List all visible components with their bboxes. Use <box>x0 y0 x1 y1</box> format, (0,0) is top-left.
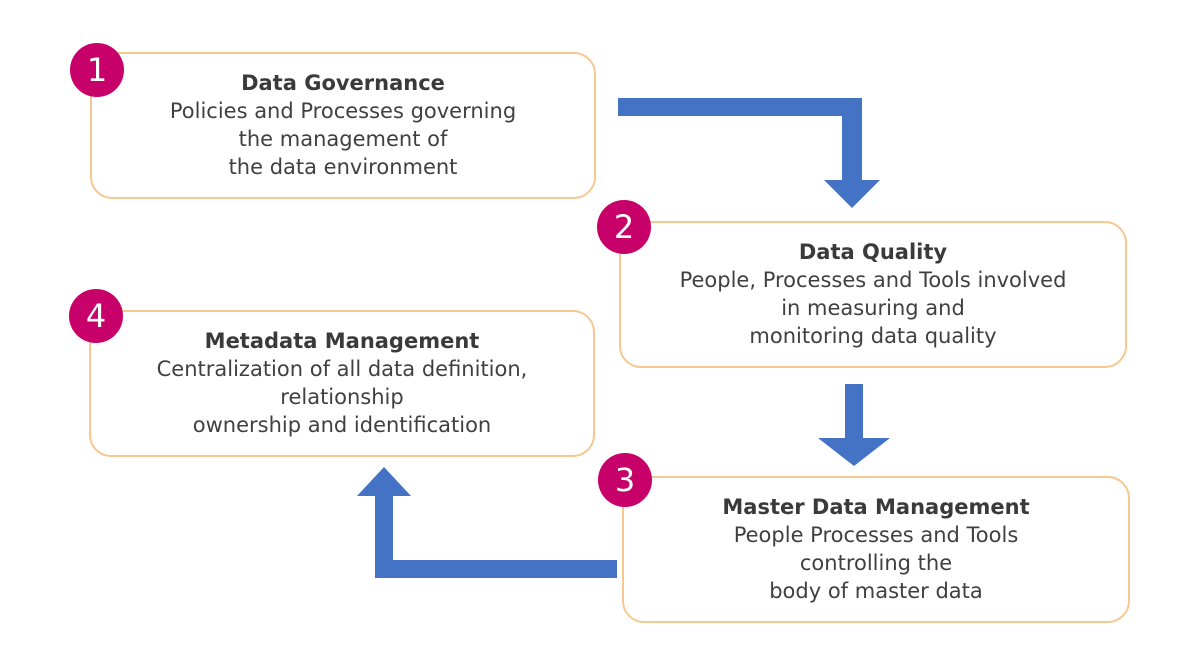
step-description-line: relationship <box>280 385 404 409</box>
step-box-master-data-management: Master Data Management People Processes … <box>622 476 1130 623</box>
arrow-quality-to-master-data <box>818 384 890 466</box>
step-title: Master Data Management <box>722 495 1030 519</box>
step-description-line: in measuring and <box>781 296 965 320</box>
step-number-badge: 2 <box>597 200 651 254</box>
step-description-line: People Processes and Tools <box>733 523 1019 547</box>
step-description-line: controlling the <box>799 551 953 575</box>
step-description-line: the data environment <box>228 155 458 179</box>
step-box-data-governance: Data Governance Policies and Processes g… <box>90 52 596 199</box>
step-description-line: People, Processes and Tools involved <box>679 268 1067 292</box>
step-number-badge: 4 <box>69 289 123 343</box>
arrow-master-data-to-metadata <box>357 467 617 578</box>
step-description-line: monitoring data quality <box>749 324 997 348</box>
step-box-data-quality: Data Quality People, Processes and Tools… <box>619 221 1127 368</box>
step-description-line: Policies and Processes governing <box>169 99 517 123</box>
step-title: Data Quality <box>798 240 948 264</box>
step-description-line: the management of <box>238 127 448 151</box>
step-description-line: body of master data <box>769 579 983 603</box>
step-title: Data Governance <box>241 71 445 95</box>
arrow-governance-to-quality <box>618 98 880 208</box>
step-number-badge: 3 <box>598 453 652 507</box>
step-description-line: Centralization of all data definition, <box>156 357 528 381</box>
step-title: Metadata Management <box>204 329 480 353</box>
step-number-badge: 1 <box>70 43 124 97</box>
step-box-metadata-management: Metadata Management Centralization of al… <box>89 310 595 457</box>
step-description-line: ownership and identification <box>192 413 492 437</box>
